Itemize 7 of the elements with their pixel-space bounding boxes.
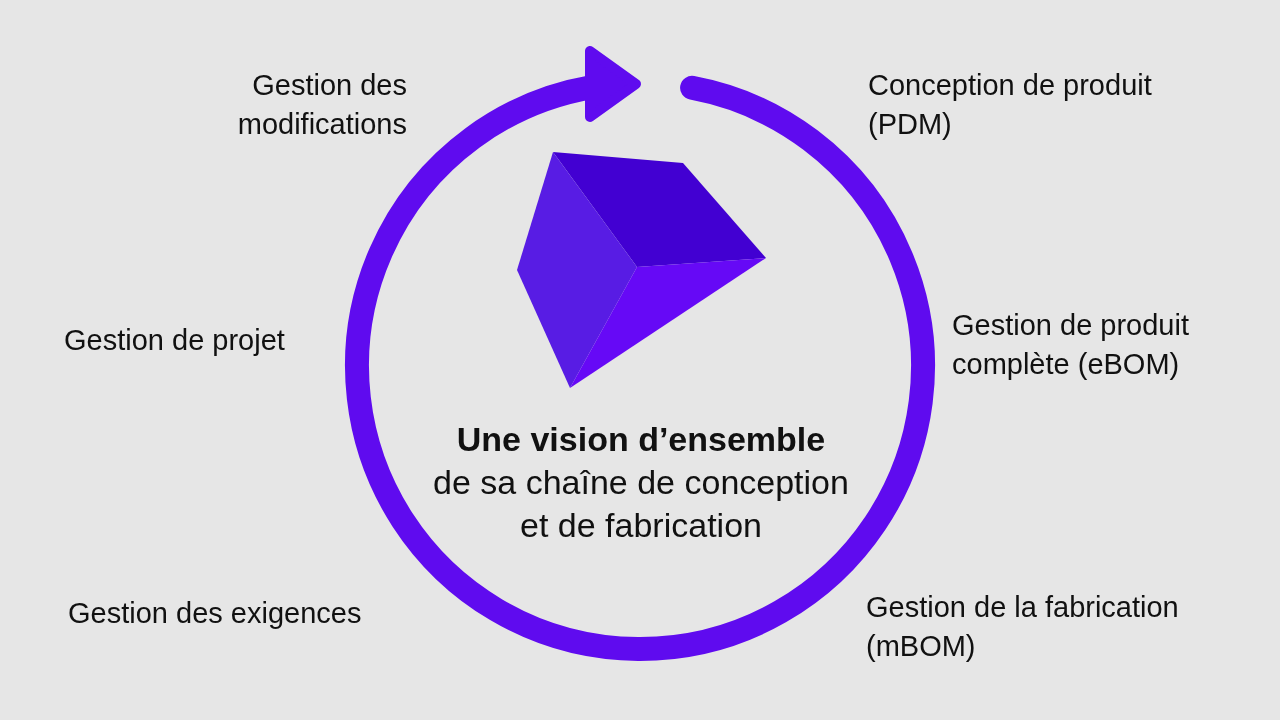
stage-label: Gestion de projet: [64, 323, 286, 358]
stage-label: Gestion des modifications: [236, 68, 407, 142]
stage-label: Gestion de la fabrication (mBOM): [866, 590, 1180, 664]
stage-label: Gestion des exigences: [68, 596, 363, 631]
stage-label: Conception de produit (PDM): [868, 68, 1153, 142]
center-caption: Une vision d’ensemble de sa chaîne de conception et de fabrication: [432, 419, 850, 546]
stage-label: Gestion de produit complète (eBOM): [952, 308, 1190, 382]
